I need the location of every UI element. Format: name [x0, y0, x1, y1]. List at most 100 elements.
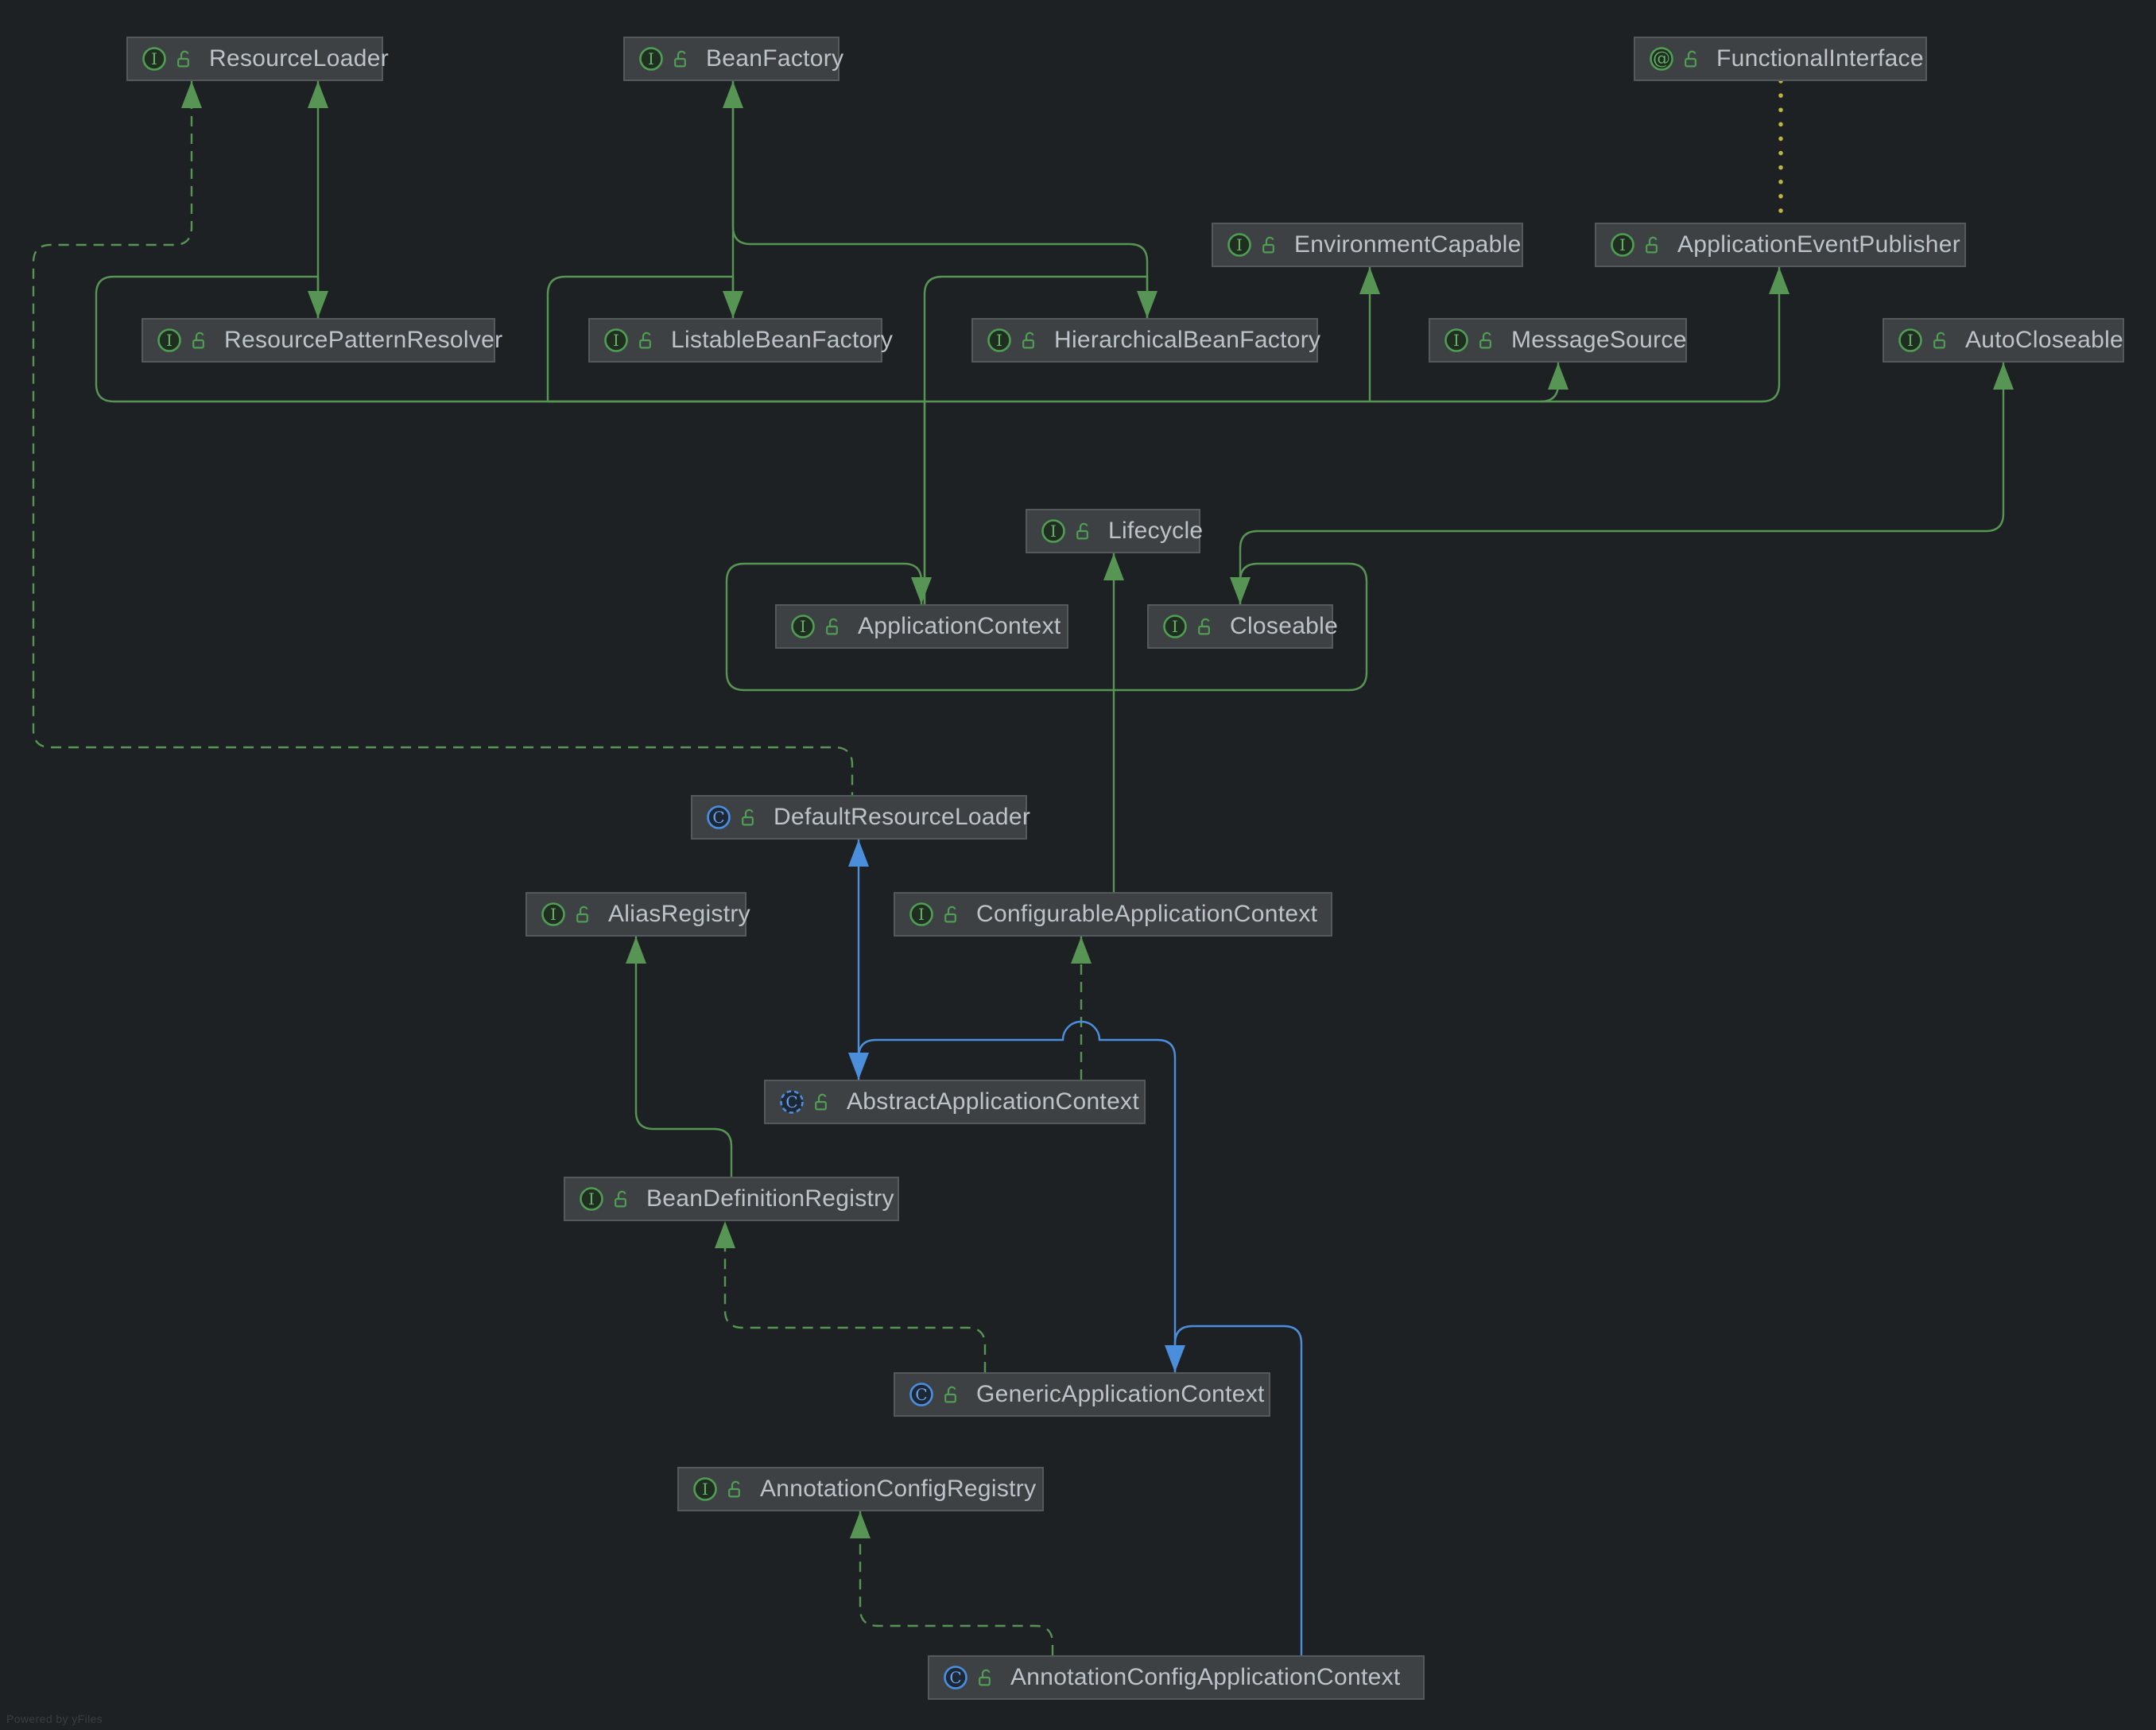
edge-gac-extends-aac[interactable]: [857, 1020, 1177, 1372]
unlocked-icon: [1262, 236, 1274, 254]
yfiles-watermark: Powered by yFiles: [6, 1713, 103, 1725]
edge-drl-implements-rl[interactable]: [32, 81, 854, 795]
interface-icon: I: [1611, 233, 1634, 257]
svg-text:I: I: [1050, 522, 1057, 541]
node-label: AliasRegistry: [608, 901, 750, 927]
unlocked-icon: [1022, 332, 1034, 349]
class-icon: C: [909, 1383, 933, 1406]
node-DefaultResourceLoader[interactable]: C DefaultResourceLoader: [691, 795, 1031, 840]
svg-text:I: I: [996, 331, 1002, 350]
svg-text:I: I: [613, 331, 619, 350]
node-ResourceLoader[interactable]: I ResourceLoader: [126, 37, 389, 81]
interface-icon: I: [580, 1187, 603, 1211]
interface-icon: I: [541, 902, 565, 926]
unlocked-icon: [576, 906, 588, 923]
edge-hbf-extends-bf[interactable]: [731, 81, 1149, 318]
node-label: ApplicationEventPublisher: [1677, 231, 1961, 258]
node-Lifecycle[interactable]: I Lifecycle: [1026, 509, 1203, 553]
node-ApplicationEventPublisher[interactable]: I ApplicationEventPublisher: [1595, 223, 1966, 267]
node-ConfigurableApplicationContext[interactable]: I ConfigurableApplicationContext: [894, 892, 1332, 937]
unlocked-icon: [1076, 522, 1088, 540]
node-AnnotationConfigRegistry[interactable]: I AnnotationConfigRegistry: [677, 1467, 1044, 1511]
arrowhead-aac-extends-drl: [848, 840, 869, 867]
unlocked-icon: [944, 906, 956, 923]
svg-text:I: I: [550, 905, 556, 924]
svg-text:I: I: [1453, 331, 1460, 350]
edge-bdr-extends-ar[interactable]: [634, 937, 733, 1177]
svg-text:C: C: [785, 1092, 797, 1111]
svg-text:I: I: [166, 331, 173, 350]
node-FunctionalInterface[interactable]: @ FunctionalInterface: [1634, 37, 1927, 81]
node-label: ListableBeanFactory: [671, 327, 894, 353]
node-BeanFactory[interactable]: I BeanFactory: [623, 37, 843, 81]
edge-ac-extends-aep[interactable]: [1541, 267, 1781, 403]
svg-text:I: I: [702, 1480, 708, 1499]
interface-icon: I: [157, 328, 181, 352]
node-label: AutoCloseable: [1965, 327, 2124, 353]
node-GenericApplicationContext[interactable]: C GenericApplicationContext: [894, 1372, 1270, 1417]
interface-icon: I: [791, 615, 815, 638]
arrowhead-cac-extends-ac: [911, 577, 932, 604]
class-icon: C: [944, 1666, 967, 1689]
arrowhead-ac-extends-aep: [1769, 267, 1790, 294]
node-label: HierarchicalBeanFactory: [1054, 327, 1321, 353]
arrowhead-ac-extends-hbf: [1137, 291, 1157, 318]
node-AliasRegistry[interactable]: I AliasRegistry: [525, 892, 750, 937]
svg-text:I: I: [1172, 617, 1178, 636]
svg-text:I: I: [918, 905, 925, 924]
arrowhead-ac-extends-rpr: [308, 291, 328, 318]
node-ListableBeanFactory[interactable]: I ListableBeanFactory: [588, 318, 893, 363]
node-BeanDefinitionRegistry[interactable]: I BeanDefinitionRegistry: [564, 1177, 899, 1221]
node-AbstractApplicationContext[interactable]: C AbstractApplicationContext: [764, 1080, 1146, 1124]
node-label: BeanDefinitionRegistry: [646, 1185, 894, 1212]
interface-icon: I: [142, 47, 166, 71]
unlocked-icon: [979, 1669, 991, 1686]
unlocked-icon: [674, 50, 686, 68]
interface-icon: I: [987, 328, 1011, 352]
node-Closeable[interactable]: I Closeable: [1147, 604, 1338, 649]
svg-text:I: I: [1236, 235, 1243, 254]
node-label: FunctionalInterface: [1716, 45, 1924, 72]
edge-ac-extends-ms[interactable]: [1370, 363, 1560, 403]
arrowhead-ac-extends-lbf: [723, 291, 743, 318]
node-EnvironmentCapable[interactable]: I EnvironmentCapable: [1212, 223, 1523, 267]
node-label: ApplicationContext: [858, 613, 1061, 639]
arrowhead-aac-implements-cac: [1071, 937, 1092, 964]
node-label: AnnotationConfigRegistry: [760, 1476, 1037, 1502]
edge-gac-implements-bdr[interactable]: [723, 1221, 987, 1372]
svg-text:I: I: [800, 617, 806, 636]
unlocked-icon: [742, 809, 754, 826]
node-label: Closeable: [1230, 613, 1339, 639]
node-AnnotationConfigApplicationContext[interactable]: C AnnotationConfigApplicationContext: [928, 1655, 1425, 1700]
unlocked-icon: [177, 50, 189, 68]
abstract-class-icon: C: [780, 1090, 804, 1114]
node-MessageSource[interactable]: I MessageSource: [1429, 318, 1687, 363]
arrowhead-acac-extends-gac: [1165, 1345, 1185, 1372]
node-HierarchicalBeanFactory[interactable]: I HierarchicalBeanFactory: [971, 318, 1321, 363]
svg-text:I: I: [648, 49, 654, 68]
edge-acac-extends-gac[interactable]: [1173, 1325, 1303, 1655]
node-ResourcePatternResolver[interactable]: I ResourcePatternResolver: [142, 318, 502, 363]
interface-icon: I: [639, 47, 663, 71]
edge-cl-extends-acl[interactable]: [1239, 363, 2005, 604]
unlocked-icon: [1646, 236, 1658, 254]
edge-acac-implements-acr[interactable]: [859, 1511, 1054, 1655]
arrowhead-cl-extends-acl: [1993, 363, 2014, 390]
unlocked-icon: [615, 1190, 626, 1208]
arrowhead-ac-extends-ms: [1548, 363, 1569, 390]
unlocked-icon: [944, 1386, 956, 1403]
edge-cac-extends-ac[interactable]: [725, 562, 1115, 892]
edge-cac-extends-cl[interactable]: [1114, 562, 1368, 692]
interface-icon: I: [1227, 233, 1251, 257]
svg-text:C: C: [915, 1385, 927, 1404]
interface-icon: I: [1444, 328, 1468, 352]
node-AutoCloseable[interactable]: I AutoCloseable: [1883, 318, 2124, 363]
node-ApplicationContext[interactable]: I ApplicationContext: [775, 604, 1068, 649]
interface-icon: I: [1163, 615, 1187, 638]
unlocked-icon: [815, 1093, 827, 1111]
svg-text:@: @: [1653, 49, 1670, 69]
node-label: DefaultResourceLoader: [774, 804, 1031, 830]
interface-icon: I: [604, 328, 628, 352]
